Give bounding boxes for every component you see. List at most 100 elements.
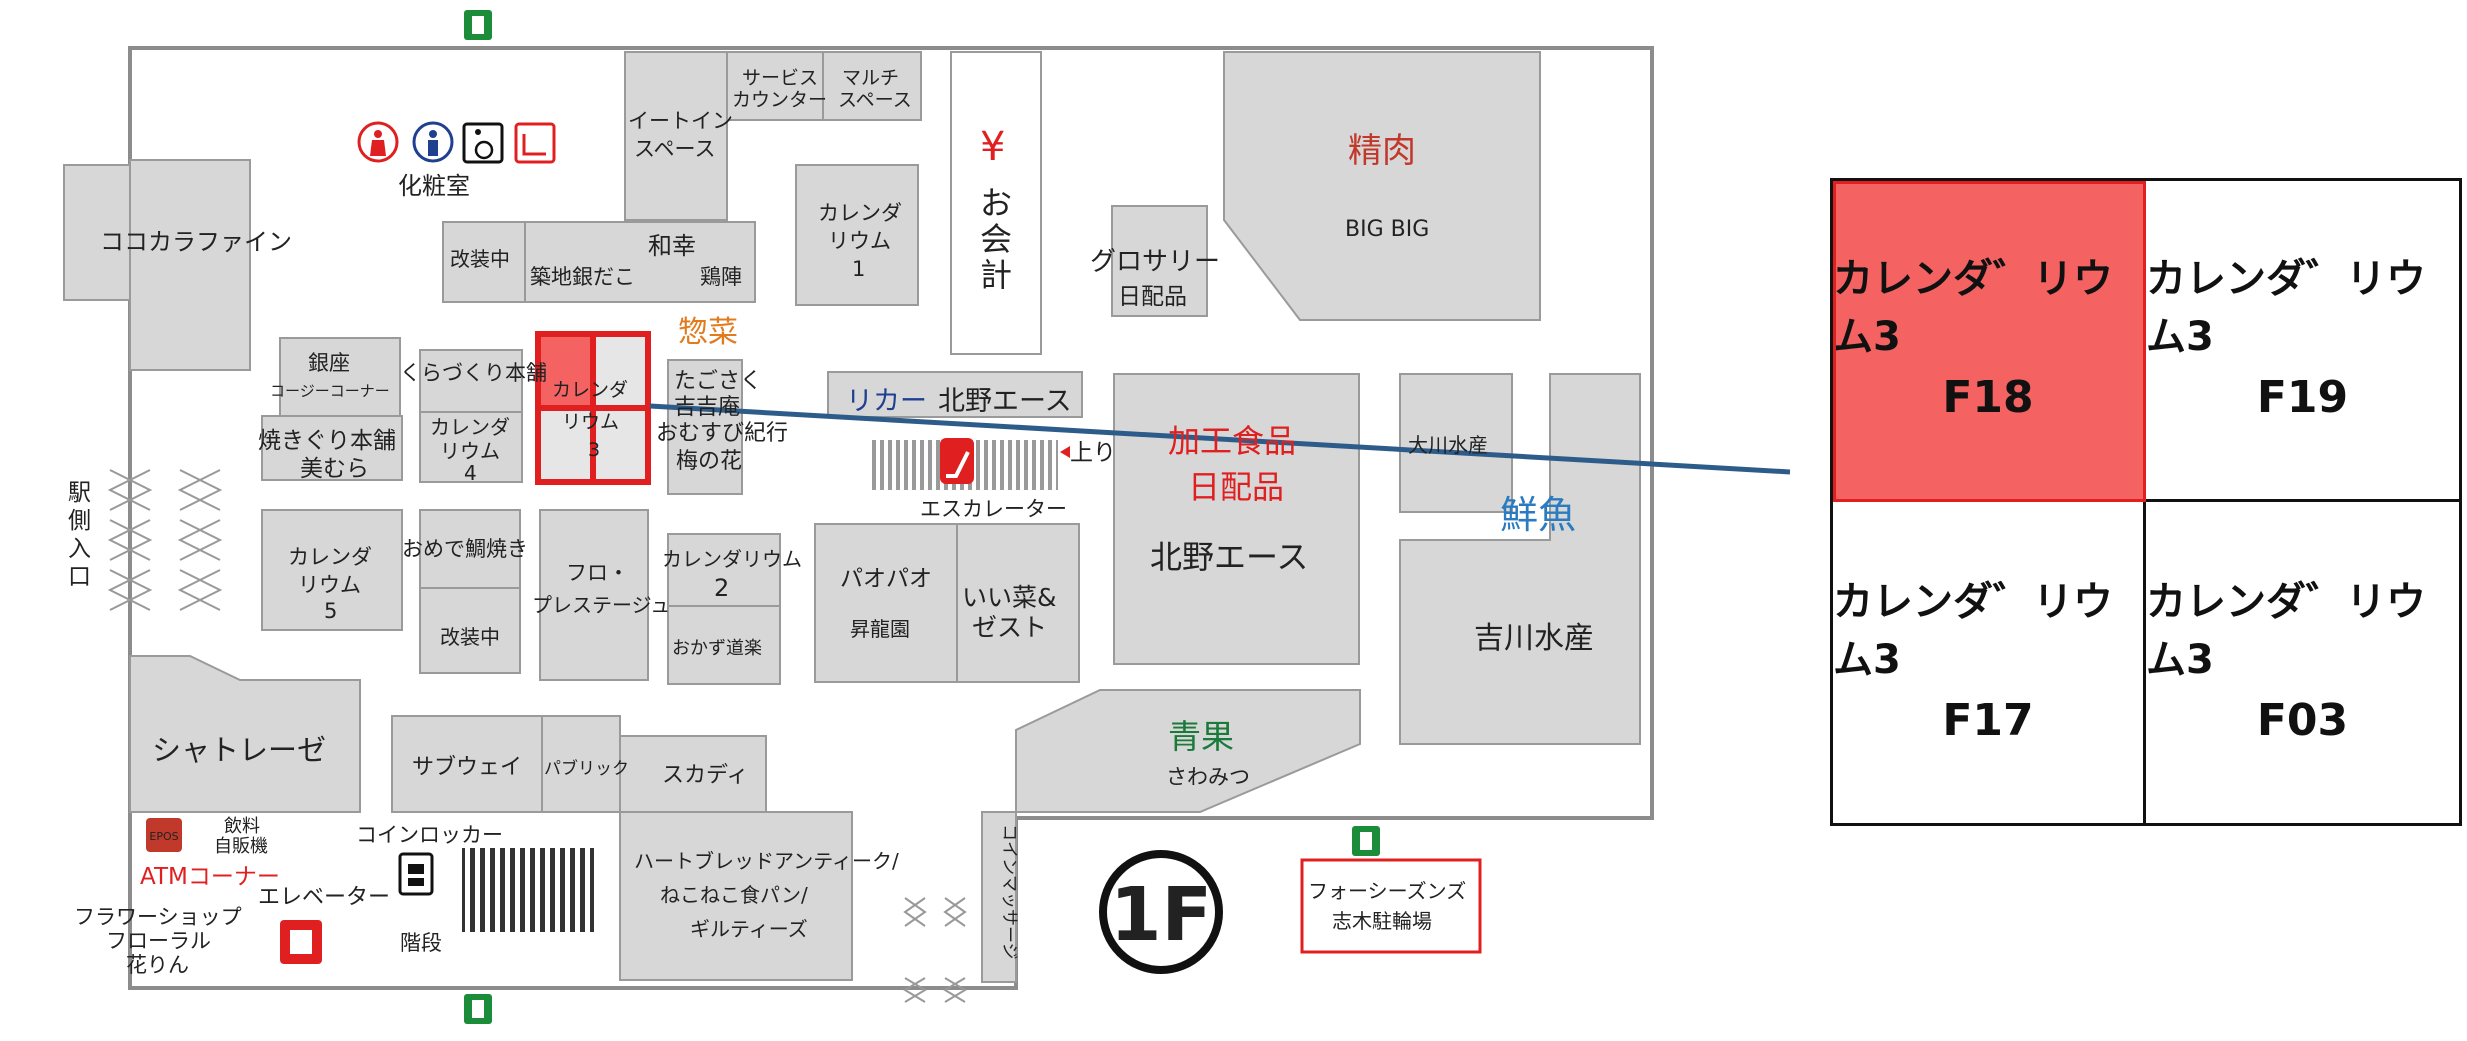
- store-wakou: 和幸: [648, 232, 696, 260]
- legend-cell-f03: カレンダ゛リウム3 F03: [2146, 502, 2459, 823]
- kakou-room: [1113, 373, 1360, 665]
- coinlocker-label: コインロッカー: [356, 823, 503, 847]
- cal5-room: [261, 509, 403, 631]
- store-heart-2: ねこねこ食パン/: [660, 883, 808, 907]
- store-yoshikawa: 吉川水産: [1474, 621, 1594, 656]
- escalator-icon: [940, 438, 974, 484]
- floor-map: EPOS 1F ココカラファイン 化粧室 イートイン スペース サービス カウン…: [63, 10, 1791, 1024]
- store-seiniku: 精肉: [1348, 131, 1416, 171]
- store-cal3-1: カレンダ: [552, 379, 628, 401]
- emergency-exit-icon: [1352, 826, 1380, 856]
- epos-icon: [146, 818, 182, 852]
- store-kaisou2: 改装中: [440, 625, 500, 649]
- bicycle-parking-box: [1300, 858, 1482, 954]
- entrance-1: 駅: [68, 480, 91, 506]
- wakou-room: [524, 221, 756, 303]
- drink-vending-2: 自販機: [214, 836, 268, 857]
- store-yakigiri-2: 美むら: [300, 456, 369, 482]
- store-kura: くらづくり本舗: [400, 361, 547, 385]
- store-iisai-2: ゼスト: [972, 613, 1047, 642]
- store-omusubi-2: 梅の花: [676, 449, 742, 474]
- elevator-label: エレベーター: [258, 885, 390, 910]
- emergency-exit-icon: [464, 994, 492, 1024]
- paopao-room: [814, 523, 958, 683]
- atm-label: ATMコーナー: [140, 864, 280, 890]
- store-liquor-label: リカー: [846, 386, 927, 417]
- store-cal1-1: カレンダ: [818, 201, 902, 225]
- checkout-3: 計: [980, 256, 1012, 294]
- store-yakigiri-1: 焼きぐり本舗: [258, 428, 396, 454]
- legend-grid: カレンダ゛リウム3 F18 カレンダ゛リウム3 F19 カレンダ゛リウム3 F1…: [1830, 178, 2462, 826]
- kura-room: [419, 349, 523, 413]
- heart-room: [619, 811, 853, 981]
- drink-vending-1: 飲料: [224, 816, 260, 837]
- iisai-room: [956, 523, 1080, 683]
- store-furo-2: プレステージュ: [532, 593, 670, 617]
- store-torijin: 鶏陣: [700, 265, 742, 289]
- legend-cell-f17: カレンダ゛リウム3 F17: [1833, 502, 2146, 823]
- bottom-doors: [903, 897, 967, 1003]
- store-cal5-3: 5: [324, 599, 337, 623]
- store-chateraise: シャトレーゼ: [152, 733, 326, 767]
- entrance-3: 入: [68, 536, 91, 562]
- up-arrow-icon: [1060, 446, 1070, 458]
- checkout-2: 会: [980, 220, 1012, 258]
- store-sozai: 惣菜: [678, 315, 738, 350]
- entrance-2: 側: [68, 508, 91, 534]
- store-grocery-2: 日配品: [1118, 284, 1187, 310]
- store-service-1: サービス: [742, 67, 818, 89]
- bicycle-2: 志木駐輪場: [1332, 909, 1432, 933]
- store-multi-1: マルチ: [842, 67, 899, 89]
- store-cal4-1: カレンダ: [430, 415, 510, 439]
- store-omedetai: おめで鯛焼き: [402, 537, 528, 561]
- store-eatin-2: スペース: [634, 137, 715, 161]
- floor-badge-circle: [1099, 850, 1223, 974]
- store-cal2-1: カレンダリウム: [662, 547, 802, 571]
- store-furo-1: フロ・: [566, 561, 629, 585]
- store-ginza-1: 銀座: [308, 351, 350, 375]
- bicycle-1: フォーシーズンズ: [1308, 879, 1466, 903]
- store-eatin-1: イートイン: [628, 109, 733, 133]
- store-liquor: 北野エース: [938, 386, 1072, 417]
- store-subway: サブウェイ: [412, 755, 522, 780]
- store-okazu: おかず道楽: [672, 638, 762, 659]
- store-omusubi-1: おむすび紀行: [656, 421, 788, 446]
- massage-room: [981, 811, 1017, 983]
- kokokara-wall: [129, 159, 251, 371]
- store-kakou-2: 日配品: [1188, 468, 1284, 506]
- emergency-exit-icon: [464, 10, 492, 40]
- stairs: [462, 848, 594, 932]
- legend-cell-f19: カレンダ゛リウム3 F19: [2146, 181, 2459, 502]
- entrance-doors: [107, 469, 223, 611]
- grocery-room: [1111, 205, 1208, 317]
- store-public: パブリック: [544, 758, 629, 779]
- ogawa-room: [1399, 373, 1513, 513]
- cal2-room: [667, 533, 781, 607]
- store-kakou-1: 加工食品: [1168, 422, 1296, 460]
- subway-room: [391, 715, 543, 813]
- okazu-room: [667, 605, 781, 685]
- store-cal5-1: カレンダ: [288, 545, 372, 569]
- sengyo-room: [1399, 373, 1641, 745]
- escalator-up: 上り: [1070, 440, 1116, 466]
- legend-cell-id: F19: [2256, 372, 2349, 424]
- store-cal4-2: リウム: [440, 439, 500, 463]
- leader-line: [649, 403, 1791, 475]
- entrance-4: 口: [68, 564, 91, 590]
- store-kitano-main: 北野エース: [1150, 538, 1308, 576]
- store-ginza-2: コージーコーナー: [270, 382, 390, 400]
- legend-cell-name: カレンダ゛リウム3: [2146, 578, 2426, 683]
- store-tagosaku-1: たごさく: [674, 369, 762, 394]
- eatin-room: [624, 51, 728, 221]
- liquor-room: [827, 371, 1083, 418]
- cal4-room: [419, 411, 523, 483]
- store-paopao-1: パオパオ: [840, 566, 932, 592]
- store-massage: コインマッサージ: [999, 824, 1019, 960]
- store-heart-1: ハートブレッドアンティーク/: [634, 849, 899, 873]
- legend-cell-f18: カレンダ゛リウム3 F18: [1833, 181, 2146, 502]
- seiniku-room: [1223, 51, 1541, 321]
- store-tagosaku-2: 吉吉庵: [674, 395, 740, 420]
- store-service-2: カウンター: [732, 89, 827, 111]
- store-kokokara: ココカラファイン: [100, 228, 292, 256]
- stairs-label: 階段: [400, 931, 442, 955]
